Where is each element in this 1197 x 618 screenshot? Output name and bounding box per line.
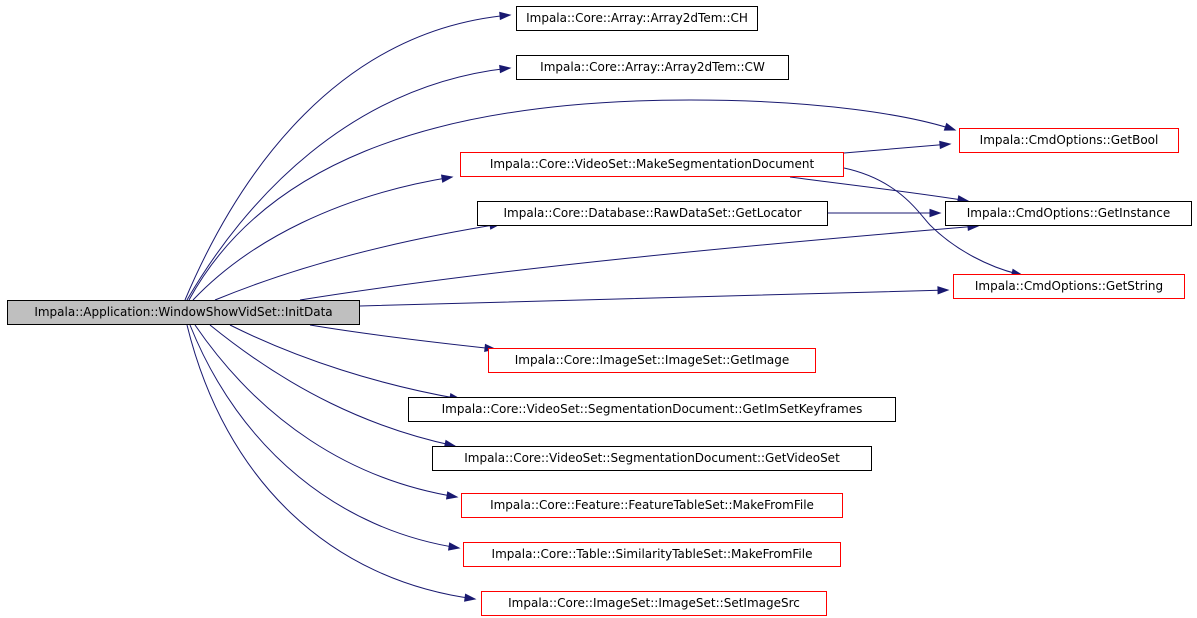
- arrowhead-get-string: [937, 286, 950, 295]
- edge-root-to-similarity-make-from-file: [189, 324, 460, 549]
- edge-root-to-make-seg-doc: [192, 176, 453, 301]
- arrowhead-array-ch: [499, 11, 512, 21]
- edge-make-seg-doc-to-get-string: [843, 167, 1023, 276]
- node-similaritytableset-makefromfile[interactable]: Impala::Core::Table::SimilarityTableSet:…: [463, 542, 841, 567]
- edge-root-to-get-image: [309, 324, 496, 350]
- node-array2dtem-ch[interactable]: Impala::Core::Array::Array2dTem::CH: [516, 6, 758, 31]
- arrowhead-similarity-make-from-file: [447, 542, 461, 551]
- node-segmentationdocument-getvideoset[interactable]: Impala::Core::VideoSet::SegmentationDocu…: [432, 446, 872, 471]
- node-imageset-getimage[interactable]: Impala::Core::ImageSet::ImageSet::GetIma…: [488, 348, 816, 373]
- edge-make-seg-doc-to-get-bool: [843, 143, 951, 154]
- arrowhead-array-cw: [499, 64, 512, 74]
- arrowhead-get-instance: [929, 208, 942, 218]
- edge-root-to-get-string: [359, 289, 949, 307]
- arrowhead-get-bool: [939, 140, 952, 150]
- call-edges: [184, 11, 1024, 602]
- node-imageset-setimagesrc[interactable]: Impala::Core::ImageSet::ImageSet::SetIma…: [481, 591, 827, 616]
- edge-make-seg-doc-to-get-instance: [789, 176, 969, 202]
- edge-root-to-get-video-set: [209, 324, 456, 447]
- edge-root-to-set-image-src: [186, 324, 476, 600]
- arrowhead-set-image-src: [464, 593, 477, 602]
- arrowhead-feature-make-from-file: [445, 491, 459, 500]
- edge-root-to-array-cw: [186, 67, 511, 301]
- node-cmdoptions-getinstance[interactable]: Impala::CmdOptions::GetInstance: [945, 201, 1192, 226]
- node-cmdoptions-getstring[interactable]: Impala::CmdOptions::GetString: [953, 274, 1185, 299]
- edge-root-to-get-instance: [299, 225, 979, 301]
- edge-root-to-feature-make-from-file: [194, 324, 458, 498]
- edge-root-to-get-locator: [214, 223, 501, 301]
- node-array2dtem-cw[interactable]: Impala::Core::Array::Array2dTem::CW: [516, 55, 789, 80]
- node-segmentationdocument-getimsetkeyframes[interactable]: Impala::Core::VideoSet::SegmentationDocu…: [408, 397, 896, 422]
- node-cmdoptions-getbool[interactable]: Impala::CmdOptions::GetBool: [959, 128, 1179, 153]
- node-featuretableset-makefromfile[interactable]: Impala::Core::Feature::FeatureTableSet::…: [461, 493, 843, 518]
- edge-root-to-get-bool: [188, 99, 956, 301]
- arrowhead-make-seg-doc: [440, 174, 454, 183]
- root-node-initdata: Impala::Application::WindowShowVidSet::I…: [7, 300, 360, 325]
- node-rawdataset-getlocator[interactable]: Impala::Core::Database::RawDataSet::GetL…: [477, 201, 828, 226]
- edge-root-to-array-ch: [184, 14, 511, 301]
- arrowhead-get-bool: [943, 122, 957, 131]
- node-videoset-makesegmentationdocument[interactable]: Impala::Core::VideoSet::MakeSegmentation…: [460, 152, 844, 177]
- edge-root-to-get-imset-keyframes: [229, 324, 461, 400]
